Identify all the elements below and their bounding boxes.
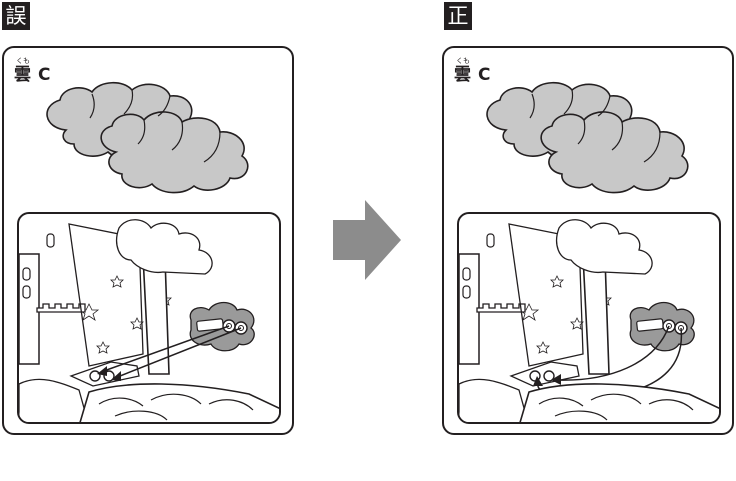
right-panel: くも 雲 C xyxy=(442,46,734,435)
right-arrow-icon xyxy=(333,200,401,280)
right-card-kanji: 雲 xyxy=(454,65,471,85)
wrong-card-furigana: くも xyxy=(16,57,30,65)
right-castle-scene xyxy=(457,212,721,424)
right-card-furigana: くも xyxy=(456,57,470,65)
right-card-letter: C xyxy=(478,65,491,85)
wrong-panel: くも 雲 C xyxy=(2,46,294,435)
wrong-card-kanji: 雲 xyxy=(14,65,31,85)
wrong-card-letter: C xyxy=(38,65,51,85)
right-label: 正 xyxy=(444,2,472,30)
castle-cloud-scene-illustration xyxy=(459,219,719,422)
castle-cloud-scene-illustration xyxy=(19,219,279,422)
wrong-label: 誤 xyxy=(2,2,30,30)
cloud-illustration xyxy=(486,81,689,194)
wrong-castle-scene xyxy=(17,212,281,424)
cloud-illustration xyxy=(46,81,249,194)
